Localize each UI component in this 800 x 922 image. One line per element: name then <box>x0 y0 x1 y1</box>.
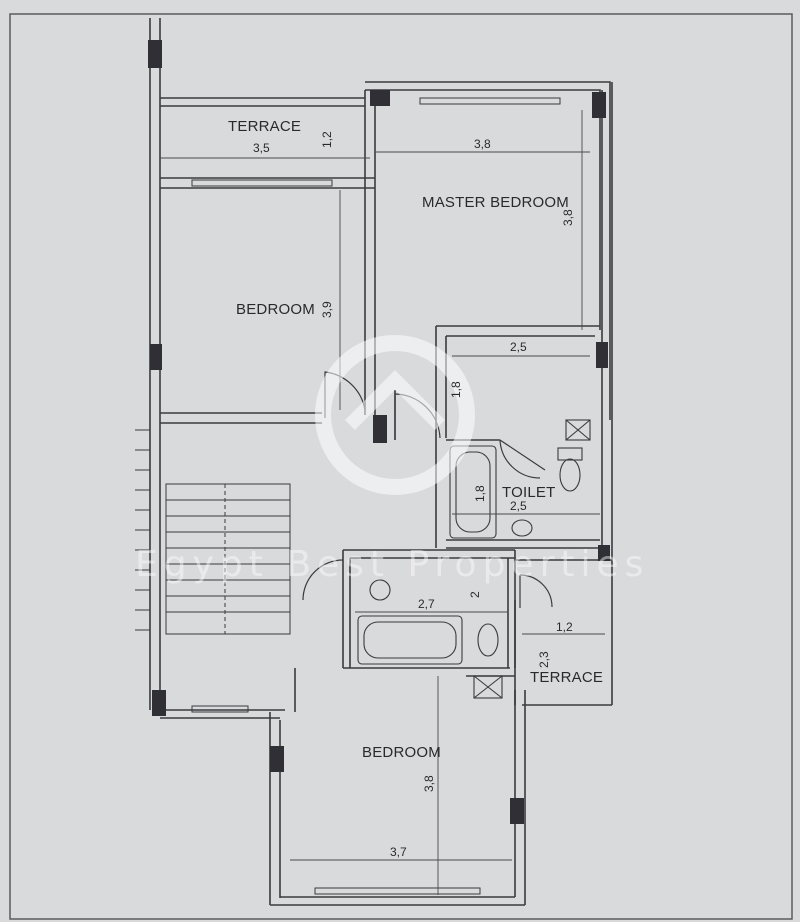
watermark-text: Egypt Best Properties <box>135 544 649 585</box>
small-terrace-walls <box>514 559 613 706</box>
dim-bedroom-bottom-depth: 3,8 <box>422 775 436 792</box>
hall-bottom-wall <box>160 709 285 719</box>
toilet-bowl-lower <box>477 623 499 657</box>
toilet-bowl-upper <box>559 458 581 492</box>
window-bottom <box>314 887 481 895</box>
bedroom-left-bottom-wall <box>160 412 322 424</box>
columns <box>148 40 610 824</box>
bathtub-lower <box>357 615 463 665</box>
column <box>596 342 608 368</box>
walls <box>149 18 613 906</box>
bathtub-upper <box>449 445 497 539</box>
toilet-tank-upper <box>557 447 583 461</box>
column <box>510 798 524 824</box>
column <box>592 92 606 118</box>
window-master <box>419 97 561 105</box>
fixtures <box>357 419 591 699</box>
column <box>148 40 162 68</box>
bottom-bedroom-walls <box>269 690 526 906</box>
column <box>598 545 610 561</box>
shaft-lower <box>473 675 503 699</box>
shaft-upper <box>565 419 591 441</box>
dim-dressing-depth: 1,8 <box>449 381 463 398</box>
label-terrace-small: TERRACE <box>530 669 603 686</box>
windows <box>191 97 561 895</box>
stair-treads <box>166 499 290 613</box>
shaft-upper-x <box>565 419 591 441</box>
dim-bedroom-left-depth: 3,9 <box>320 301 334 318</box>
dim-toilet-width: 2,5 <box>510 499 527 513</box>
dim-bath-width: 2,7 <box>418 597 435 611</box>
dressing-walls <box>435 325 600 548</box>
bathtub-lower-inner <box>363 621 457 659</box>
label-bedroom-left: BEDROOM <box>236 301 315 318</box>
dim-terrace-width: 3,5 <box>253 141 270 155</box>
dim-bedroom-bottom-width: 3,7 <box>390 845 407 859</box>
column <box>150 344 162 370</box>
window-hall <box>191 705 249 713</box>
dim-toilet-depth: 1,8 <box>473 485 487 502</box>
dim-dressing-width: 2,5 <box>510 340 527 354</box>
terrace-divider <box>160 177 375 189</box>
column <box>373 415 387 443</box>
watermark-logo-house-icon <box>345 370 445 430</box>
staircase <box>135 429 291 635</box>
dim-master-depth: 3,8 <box>561 209 575 226</box>
door-small-terrace <box>519 574 553 608</box>
watermark-logo <box>315 335 475 495</box>
master-right-wall <box>601 82 613 560</box>
column <box>152 690 166 716</box>
label-toilet: TOILET <box>502 484 555 501</box>
shaft-lower-x <box>473 675 503 699</box>
column <box>270 746 284 772</box>
labels: TERRACE MASTER BEDROOM BEDROOM TOILET TE… <box>228 118 603 859</box>
label-terrace-top: TERRACE <box>228 118 301 135</box>
drawing-border <box>9 13 793 920</box>
master-left-wall <box>364 90 376 415</box>
column <box>370 90 390 106</box>
window-bedroom-left <box>191 179 333 187</box>
stair-outline <box>165 483 291 635</box>
dimension-lines <box>160 110 605 895</box>
bath-walls <box>342 549 515 669</box>
door-bath <box>302 559 344 601</box>
dim-terrace-small-width: 1,2 <box>556 620 573 634</box>
dim-terrace-depth: 1,2 <box>320 131 334 148</box>
terrace-top-rail <box>160 97 365 107</box>
door-toilet <box>499 439 546 479</box>
label-bedroom-bottom: BEDROOM <box>362 744 441 761</box>
sink-upper <box>511 519 533 537</box>
stair-left-rail <box>135 429 150 631</box>
dim-bath-depth: 2 <box>468 591 482 598</box>
label-master-bedroom: MASTER BEDROOM <box>422 194 569 211</box>
sink-lower <box>369 579 391 601</box>
bathtub-upper-inner <box>455 451 491 533</box>
master-outer-wall <box>365 81 611 420</box>
dim-terrace-small-depth: 2,3 <box>537 651 551 668</box>
watermark-logo-ring <box>315 335 475 495</box>
dim-master-width: 3,8 <box>474 137 491 151</box>
